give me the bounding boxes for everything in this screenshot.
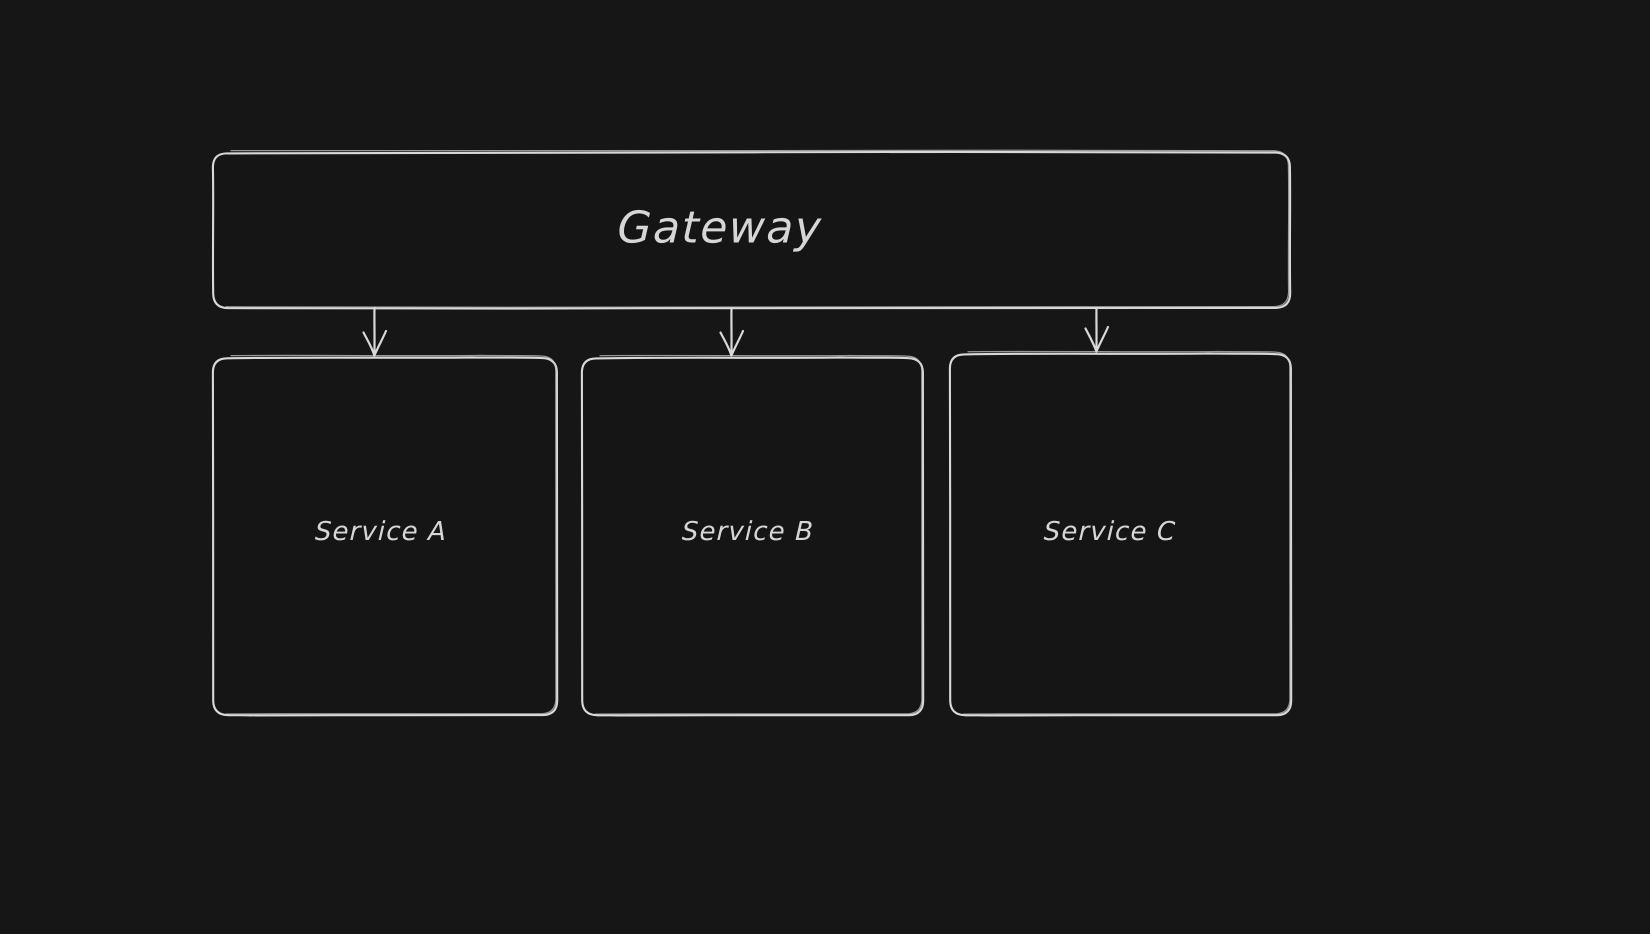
service-b-outline <box>580 356 925 717</box>
gateway-outline-secondary <box>225 149 1290 308</box>
service-a-outline <box>211 356 559 717</box>
service-a-fill <box>213 357 557 715</box>
edge-gateway-to-service-c[interactable] <box>1084 306 1110 353</box>
service-c-fill <box>950 353 1291 715</box>
edge-gateway-to-service-a[interactable] <box>362 306 388 357</box>
node-label-gateway: Gateway <box>616 202 824 254</box>
node-gateway[interactable] <box>211 149 1292 310</box>
edge-gateway-to-service-b[interactable] <box>719 306 745 357</box>
edge-c-arrowhead <box>1084 325 1110 353</box>
gateway-outline <box>211 150 1292 310</box>
node-service-b[interactable] <box>580 354 925 717</box>
node-service-c[interactable] <box>948 350 1293 717</box>
node-label-service-c: Service C <box>1043 517 1177 547</box>
edge-a-arrowhead <box>362 329 388 357</box>
service-c-outline-secondary <box>962 350 1291 715</box>
service-b-outline-secondary <box>594 354 923 715</box>
service-b-fill <box>582 357 923 715</box>
gateway-fill <box>213 152 1290 308</box>
service-c-outline <box>948 352 1293 717</box>
service-a-outline-secondary <box>225 354 557 715</box>
node-label-service-a: Service A <box>314 517 448 547</box>
edge-b-arrowhead <box>719 329 745 357</box>
node-service-a[interactable] <box>211 354 559 717</box>
node-label-service-b: Service B <box>681 517 815 547</box>
